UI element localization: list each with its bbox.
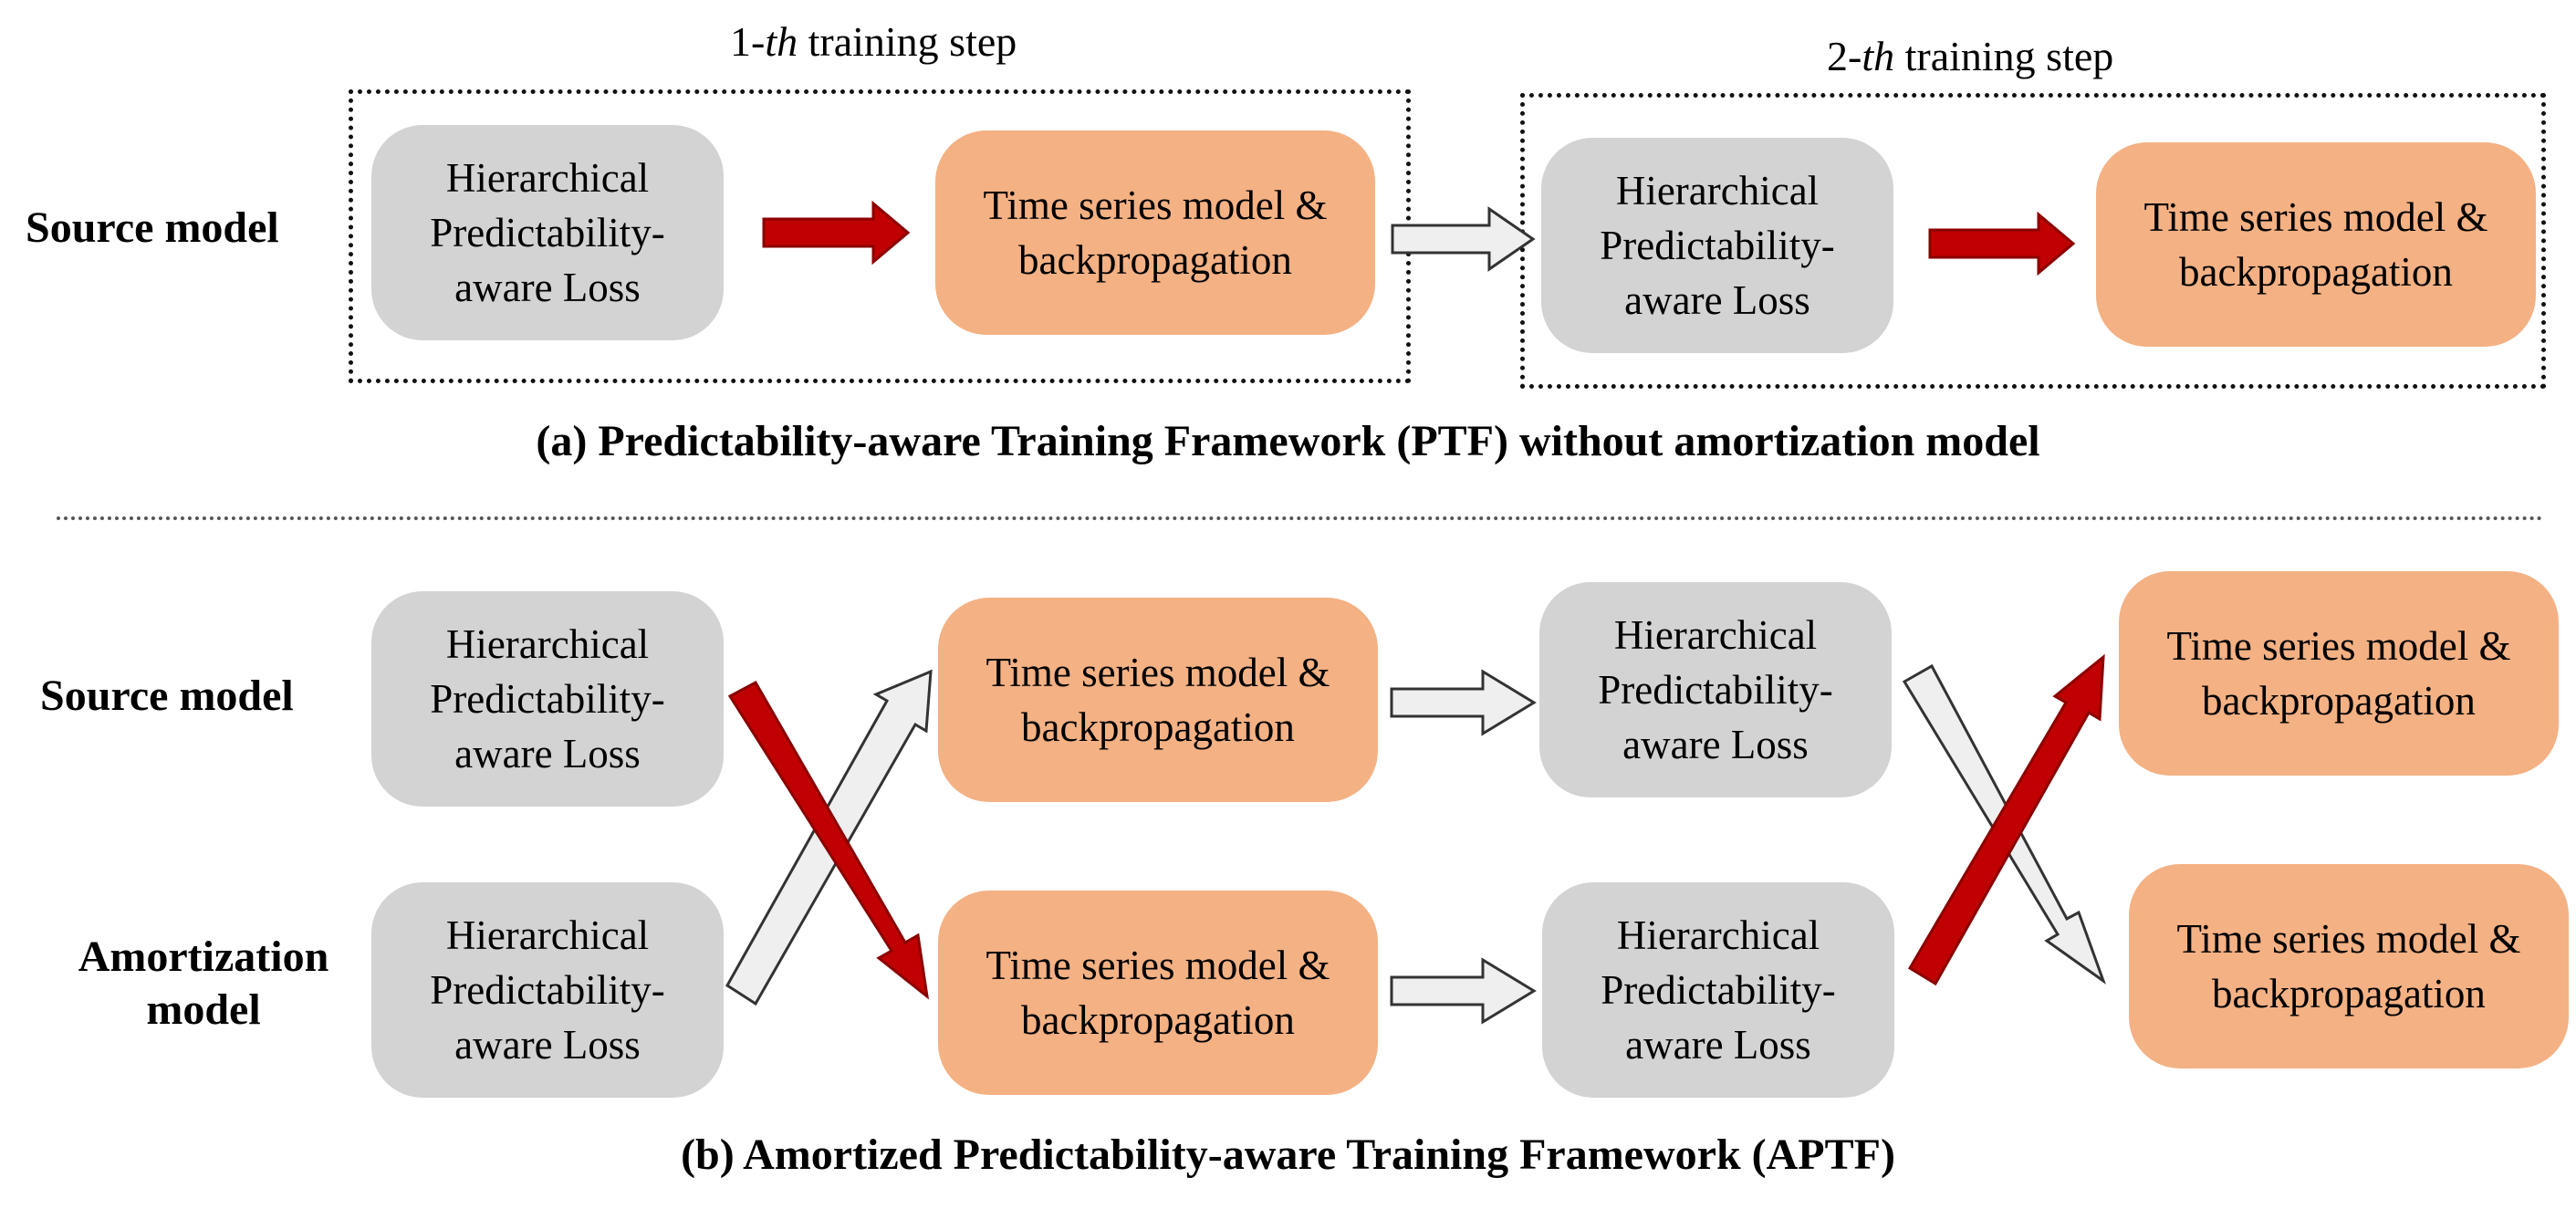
step1-label: 1-th training step <box>730 18 1017 65</box>
panel-separator <box>57 516 2544 520</box>
panel-a-row-label: Source model <box>26 203 279 252</box>
step2-label: 2-th training step <box>1827 33 2114 79</box>
panel-b-model-box-amort-1: Time series model &backpropagation <box>938 891 1378 1095</box>
panel-a-light-arrow <box>1391 206 1536 272</box>
panel-b-light-arrow-amort <box>1390 957 1537 1025</box>
panel-b-amortization-label: Amortization model <box>78 933 329 1034</box>
panel-a-caption: (a) Predictability-aware Training Framew… <box>536 417 2040 465</box>
panel-b-model-box-source-1: Time series model &backpropagation <box>938 598 1378 802</box>
panel-b-model-box-source-2: Time series model &backpropagation <box>2119 571 2559 776</box>
panel-b-light-arrow-source <box>1390 669 1537 736</box>
panel-b-model-box-amort-2: Time series model &backpropagation <box>2129 864 2569 1068</box>
panel-b-caption: (b) Amortized Predictability-aware Train… <box>681 1131 1895 1179</box>
panel-b-source-label: Source model <box>40 672 294 720</box>
panel-a-model-box-1: Time series model &backpropagation <box>935 130 1375 335</box>
panel-a-model-box-2: Time series model &backpropagation <box>2096 142 2536 347</box>
panel-a-red-arrow-2 <box>1928 211 2076 276</box>
panel-a-red-arrow-1 <box>762 200 911 266</box>
panel-b-red-arrow-down-1 <box>727 680 930 1000</box>
panel-b-red-arrow-up-2 <box>1907 653 2105 986</box>
